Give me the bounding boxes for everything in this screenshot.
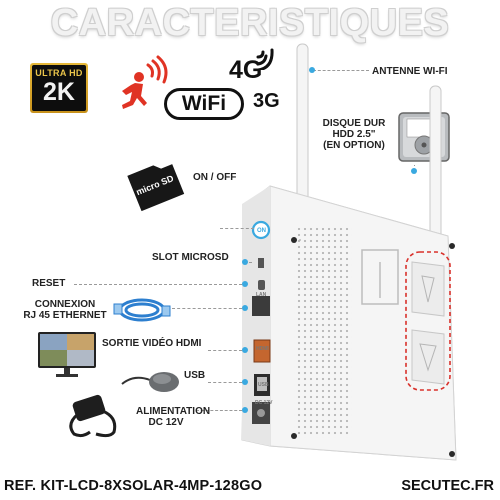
label-hdmi: SORTIE VIDÉO HDMI	[102, 338, 202, 349]
leader-line-reset	[74, 284, 242, 285]
label-alimentation: ALIMENTATION DC 12V	[136, 406, 211, 428]
label-alim-line1: ALIMENTATION	[136, 406, 211, 417]
port-label-lan: LAN	[256, 292, 267, 298]
leader-line-antenne	[313, 70, 369, 71]
label-on-off: ON / OFF	[193, 172, 237, 183]
port-label-dc: DC 12V	[255, 400, 273, 406]
power-adapter-icon	[69, 394, 117, 438]
microsd-card-icon: micro SD	[127, 164, 185, 212]
resolution-label: 2K	[43, 78, 75, 106]
leader-line-hdmi	[208, 350, 242, 351]
wifi-logo: WiFi	[164, 88, 244, 120]
port-label-usb: USB	[258, 382, 269, 388]
cellular-signal-icon	[256, 48, 274, 70]
leader-dot-disque	[411, 168, 417, 174]
label-connexion-line1: CONNEXION	[34, 299, 96, 310]
device-nvr-screen	[241, 43, 457, 461]
page-title: CARACTERISTIQUES	[50, 2, 450, 44]
ultra-hd-2k-badge: ULTRA HD 2K	[30, 63, 88, 113]
port-label-on: ON	[257, 228, 266, 234]
leader-dot-hdmi	[242, 347, 248, 353]
label-disque-line1: DISQUE DUR	[322, 118, 386, 129]
port-label-hdmi: HDMI	[256, 346, 269, 352]
ethernet-cable-icon	[113, 298, 171, 322]
label-connexion: CONNEXION RJ 45 ETHERNET	[20, 299, 110, 321]
label-alim-line2: DC 12V	[148, 417, 184, 428]
network-3g-label: 3G	[253, 90, 280, 112]
label-disque-dur: DISQUE DUR HDD 2.5" (EN OPTION)	[314, 118, 394, 151]
leader-line-rj45	[172, 308, 242, 309]
leader-line-slot	[244, 262, 252, 263]
label-slot-microsd: SLOT MICROSD	[152, 252, 229, 263]
leader-dot-alim	[242, 407, 248, 413]
label-connexion-line2: RJ 45 ETHERNET	[23, 310, 107, 321]
label-disque-line2: HDD 2.5"	[332, 129, 376, 140]
leader-dot-reset	[242, 281, 248, 287]
leader-line-alim	[196, 410, 242, 411]
leader-dot-rj45	[242, 305, 248, 311]
leader-line-usb	[208, 382, 242, 383]
mouse-icon	[121, 372, 179, 392]
leader-dot-slot	[242, 259, 248, 265]
label-disque-line3: (EN OPTION)	[323, 140, 385, 151]
label-usb: USB	[184, 370, 206, 381]
label-reset: RESET	[32, 278, 66, 289]
label-antenne-wifi: ANTENNE WI-FI	[372, 66, 448, 77]
website-link[interactable]: SECUTEC.FR	[401, 478, 494, 494]
motion-detection-icon	[122, 55, 168, 109]
leader-line-onoff	[220, 228, 254, 229]
leader-line-disque	[414, 165, 415, 166]
monitor-icon	[38, 332, 96, 377]
ultra-hd-label: ULTRA HD	[35, 68, 83, 78]
leader-dot-antenne	[309, 67, 315, 73]
product-reference: REF. KIT-LCD-8XSOLAR-4MP-128GO	[4, 478, 263, 494]
network-4g-label: 4G	[229, 56, 263, 84]
leader-dot-usb	[242, 379, 248, 385]
